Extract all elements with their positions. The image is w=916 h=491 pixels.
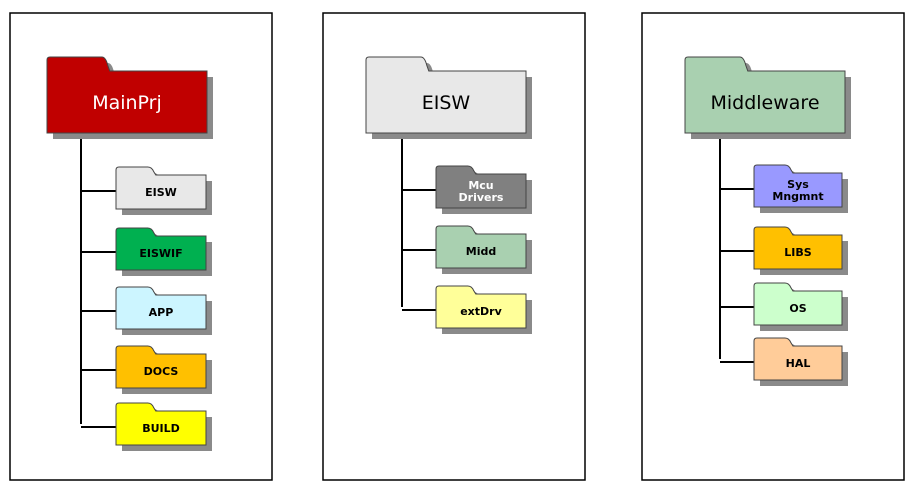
root-folder-1-icon bbox=[46, 56, 208, 134]
child-folder-label: OS bbox=[789, 302, 806, 315]
child-folder-label-line: extDrv bbox=[460, 305, 502, 318]
child-folder-label-line: Sys bbox=[787, 178, 809, 191]
child-folder-3-3: OS bbox=[753, 282, 848, 331]
child-folder-label-line: Mcu bbox=[468, 179, 493, 192]
child-folder-label-line: APP bbox=[149, 306, 174, 319]
child-folder-1-5-icon bbox=[115, 402, 207, 446]
root-folder-label: MainPrj bbox=[92, 92, 162, 114]
child-folder-label-line: Drivers bbox=[459, 191, 504, 204]
child-folder-1-3-icon bbox=[115, 286, 207, 330]
child-folder-1-4: DOCS bbox=[115, 345, 212, 394]
root-folder-label-line: Middleware bbox=[710, 92, 819, 114]
child-folder-label-line: EISWIF bbox=[139, 247, 182, 260]
root-folder-label: EISW bbox=[422, 92, 471, 114]
root-folder-3-icon bbox=[684, 56, 846, 134]
child-folder-1-5: BUILD bbox=[115, 402, 212, 451]
child-folder-label-line: OS bbox=[789, 302, 806, 315]
child-folder-2-3: extDrv bbox=[435, 285, 532, 334]
child-folder-3-1-icon bbox=[753, 164, 843, 208]
child-folder-3-2-icon bbox=[753, 226, 843, 270]
child-folder-2-2-icon bbox=[435, 225, 527, 269]
root-folder-3: Middleware bbox=[684, 56, 851, 139]
child-folder-label: EISWIF bbox=[139, 247, 182, 260]
child-folder-2-2: Midd bbox=[435, 225, 532, 274]
child-folder-label: DOCS bbox=[144, 365, 179, 378]
root-folder-label: Middleware bbox=[710, 92, 819, 114]
child-folder-1-3: APP bbox=[115, 286, 212, 335]
child-folder-1-2: EISWIF bbox=[115, 227, 212, 276]
child-folder-1-2-icon bbox=[115, 227, 207, 271]
child-folder-label: extDrv bbox=[460, 305, 502, 318]
root-folder-label-line: MainPrj bbox=[92, 92, 162, 114]
child-folder-label: BUILD bbox=[142, 422, 180, 435]
child-folder-label-line: Midd bbox=[466, 245, 496, 258]
child-folder-3-4: HAL bbox=[753, 337, 848, 386]
child-folder-3-2: LIBS bbox=[753, 226, 848, 275]
child-folder-label-line: Mngmnt bbox=[772, 190, 823, 203]
root-folder-1: MainPrj bbox=[46, 56, 213, 139]
child-folder-1-1-icon bbox=[115, 166, 207, 210]
child-folder-label-line: EISW bbox=[145, 186, 177, 199]
child-folder-label: EISW bbox=[145, 186, 177, 199]
child-folder-1-1: EISW bbox=[115, 166, 212, 215]
child-folder-label: LIBS bbox=[784, 246, 811, 259]
child-folder-3-3-icon bbox=[753, 282, 843, 326]
child-folder-2-1-icon bbox=[435, 165, 527, 209]
root-folder-2-icon bbox=[365, 56, 527, 134]
child-folder-1-4-icon bbox=[115, 345, 207, 389]
child-folder-label-line: LIBS bbox=[784, 246, 811, 259]
child-folder-label: HAL bbox=[786, 357, 811, 370]
child-folder-label-line: HAL bbox=[786, 357, 811, 370]
root-folder-label-line: EISW bbox=[422, 92, 471, 114]
child-folder-label: APP bbox=[149, 306, 174, 319]
child-folder-label: Midd bbox=[466, 245, 496, 258]
child-folder-2-3-icon bbox=[435, 285, 527, 329]
child-folder-label-line: DOCS bbox=[144, 365, 179, 378]
child-folder-3-4-icon bbox=[753, 337, 843, 381]
root-folder-2: EISW bbox=[365, 56, 532, 139]
child-folder-label-line: BUILD bbox=[142, 422, 180, 435]
